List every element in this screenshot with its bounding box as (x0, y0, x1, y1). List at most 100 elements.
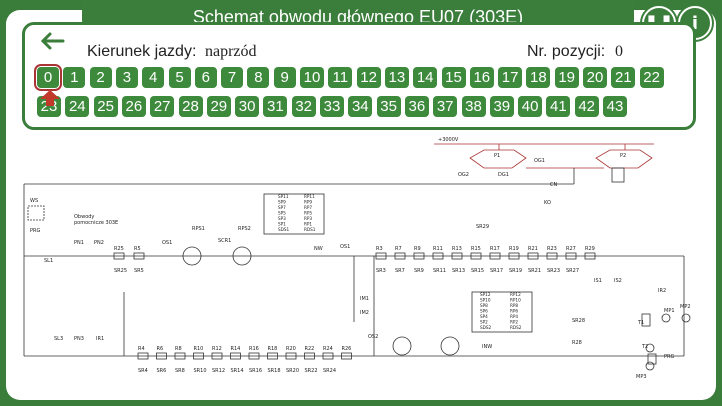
position-button-33[interactable]: 33 (320, 96, 344, 117)
position-button-11[interactable]: 11 (328, 67, 353, 88)
resistor-r14 (230, 352, 241, 360)
switch-label: SR8 (175, 368, 185, 374)
voltage-label: +3000V (438, 137, 459, 143)
pantograph-p2 (595, 149, 653, 169)
position-button-43[interactable]: 43 (603, 96, 627, 117)
position-button-16[interactable]: 16 (469, 67, 494, 88)
position-button-37[interactable]: 37 (433, 96, 458, 117)
switch-label: SR18 (268, 368, 281, 374)
switch-label: SR22 (305, 368, 318, 374)
resistor-label: R6 (157, 346, 164, 352)
dg1-label: DG1 (498, 172, 509, 178)
resistor-r19 (508, 252, 520, 260)
resistor-label: R7 (395, 246, 402, 252)
position-button-27[interactable]: 27 (150, 96, 175, 117)
position-button-28[interactable]: 28 (178, 96, 203, 117)
position-button-31[interactable]: 31 (263, 96, 288, 117)
relay-label: SP4 (480, 314, 488, 319)
position-button-5[interactable]: 5 (168, 67, 191, 88)
relay-label: SP10 (480, 298, 491, 303)
pantograph-p1 (469, 149, 527, 169)
position-button-14[interactable]: 14 (413, 67, 438, 88)
resistor-r22 (304, 352, 315, 360)
info-icon: i (691, 12, 699, 34)
switch-label: SR25 (114, 268, 127, 274)
ir2-label: IR2 (658, 288, 666, 294)
position-button-22[interactable]: 22 (639, 67, 664, 88)
resistor-label: R11 (433, 246, 443, 252)
relay-label: RP9 (304, 200, 312, 205)
og1-label: OG1 (534, 158, 545, 164)
switch-label: SR27 (566, 268, 579, 274)
resistor-r25 (113, 252, 125, 260)
resistor-r12 (211, 352, 223, 360)
is2-label: IS2 (614, 278, 622, 284)
t2-label: T2 (641, 344, 648, 350)
position-button-1[interactable]: 1 (63, 67, 86, 88)
resistor-r11 (432, 252, 444, 260)
position-button-10[interactable]: 10 (300, 67, 324, 88)
position-button-30[interactable]: 30 (235, 96, 260, 117)
resistor-r3 (375, 252, 387, 260)
resistor-r16 (248, 352, 260, 360)
obwody-label-2: pomocnicze 303E (74, 220, 118, 226)
resistor-label: R22 (305, 346, 315, 352)
direction-label: Kierunek jazdy: (87, 43, 197, 60)
position-button-20[interactable]: 20 (583, 67, 607, 88)
position-button-6[interactable]: 6 (194, 67, 217, 88)
prg-label: PRG (30, 228, 40, 234)
position-button-15[interactable]: 15 (441, 67, 466, 88)
position-button-41[interactable]: 41 (546, 96, 571, 117)
position-button-35[interactable]: 35 (376, 96, 401, 117)
resistor-r4 (137, 352, 149, 360)
switch-label: SR4 (138, 368, 148, 374)
rps2-label: RPS2 (238, 226, 251, 232)
control-panel: Kierunek jazdy: naprzód Nr. pozycji: 0 0… (22, 22, 696, 130)
resistor-r5 (133, 252, 145, 260)
position-button-0[interactable]: 0 (34, 64, 62, 91)
resistor-r7 (394, 252, 406, 260)
relay-label: RP7 (304, 205, 312, 210)
resistor-label: R8 (175, 346, 182, 352)
position-button-7[interactable]: 7 (221, 67, 244, 88)
sr28-label: SR28 (572, 318, 585, 324)
position-button-42[interactable]: 42 (574, 96, 599, 117)
position-button-17[interactable]: 17 (498, 67, 523, 88)
relay-label: RP8 (510, 303, 518, 308)
position-button-32[interactable]: 32 (291, 96, 316, 117)
position-button-40[interactable]: 40 (518, 96, 543, 117)
switch-label: SR17 (490, 268, 503, 274)
inw-label: INW (482, 344, 492, 350)
position-button-12[interactable]: 12 (356, 67, 381, 88)
position-button-24[interactable]: 24 (65, 96, 90, 117)
position-button-25[interactable]: 25 (93, 96, 118, 117)
switch-label: SR16 (249, 368, 262, 374)
circuit-diagram: R25SR25R5SR5R3SR3R7SR7R9SR9R11SR11R13SR1… (23, 137, 691, 380)
position-button-34[interactable]: 34 (348, 96, 373, 117)
position-button-39[interactable]: 39 (489, 96, 514, 117)
position-button-38[interactable]: 38 (461, 96, 486, 117)
position-button-8[interactable]: 8 (247, 67, 270, 88)
position-button-3[interactable]: 3 (115, 67, 138, 88)
position-button-18[interactable]: 18 (526, 67, 551, 88)
resistor-label: R3 (376, 246, 383, 252)
resistor-r6 (156, 352, 167, 360)
resistor-r13 (451, 252, 463, 260)
position-button-29[interactable]: 29 (206, 96, 231, 117)
position-button-4[interactable]: 4 (142, 67, 165, 88)
relay-label: SP12 (480, 292, 491, 297)
position-button-9[interactable]: 9 (273, 67, 296, 88)
position-button-21[interactable]: 21 (611, 67, 636, 88)
back-arrow-icon[interactable] (39, 31, 65, 51)
position-button-26[interactable]: 26 (121, 96, 146, 117)
relay-label: SDS1 (278, 227, 290, 232)
position-button-13[interactable]: 13 (384, 67, 409, 88)
resistor-r21 (527, 252, 539, 260)
position-button-19[interactable]: 19 (554, 67, 579, 88)
relay-label: SP11 (278, 194, 289, 199)
position-button-2[interactable]: 2 (89, 67, 112, 88)
pn1-label: PN1 (74, 240, 84, 246)
relay-label: SP9 (278, 200, 286, 205)
ir1-label: IR1 (96, 336, 104, 342)
position-button-36[interactable]: 36 (404, 96, 429, 117)
